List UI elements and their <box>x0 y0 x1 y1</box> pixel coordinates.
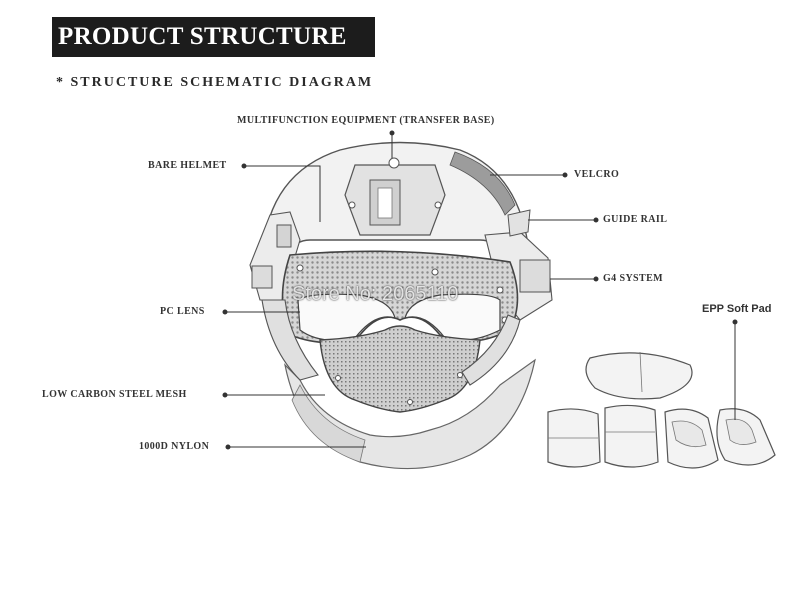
left-strap <box>261 299 319 381</box>
store-watermark: Store No: 2065110 <box>292 283 459 305</box>
label-low-carbon-steel-mesh: LOW CARBON STEEL MESH <box>42 389 187 400</box>
steel-mesh-mask <box>319 325 481 413</box>
label-velcro: VELCRO <box>574 169 620 180</box>
epp-pad-crown <box>585 352 693 400</box>
label-1000d-nylon: 1000D NYLON <box>139 441 210 452</box>
diagram-subtitle: * STRUCTURE SCHEMATIC DIAGRAM <box>56 75 374 90</box>
epp-pad-2 <box>604 404 659 468</box>
label-epp-soft-pad: EPP Soft Pad <box>702 303 772 315</box>
leader-lines <box>222 130 738 450</box>
velcro-strip <box>449 151 516 216</box>
page-title: PRODUCT STRUCTURE <box>58 23 347 50</box>
title-banner: PRODUCT STRUCTURE <box>52 17 375 57</box>
label-pc-lens: PC LENS <box>160 306 205 317</box>
label-g4-system: G4 SYSTEM <box>603 273 664 284</box>
right-strap <box>461 314 521 386</box>
label-multifunction-equipment: MULTIFUNCTION EQUIPMENT (TRANSFER BASE) <box>237 115 495 126</box>
label-guide-rail: GUIDE RAIL <box>603 214 668 225</box>
epp-soft-pads <box>547 351 776 469</box>
label-bare-helmet: BARE HELMET <box>148 160 227 171</box>
